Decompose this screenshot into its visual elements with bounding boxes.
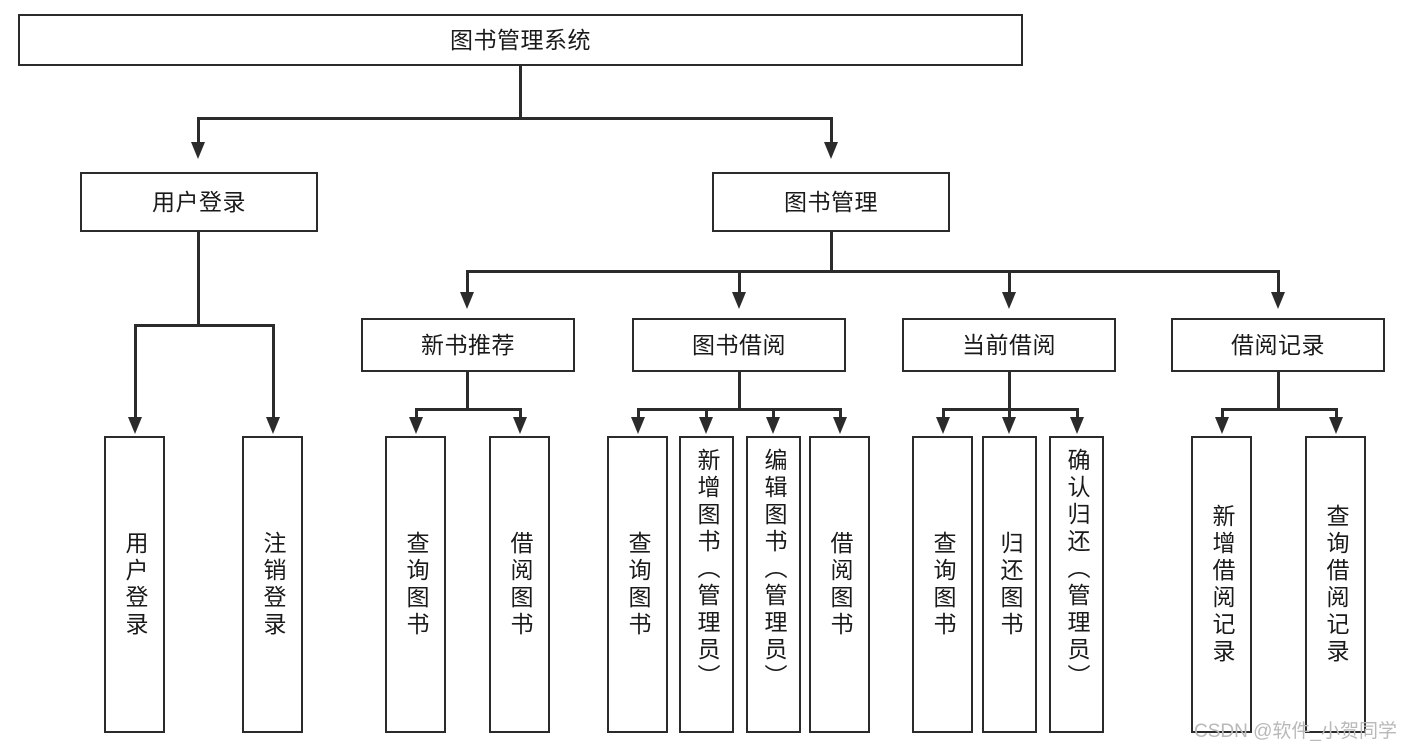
- arrowhead-user-login-leaf1: [128, 417, 142, 434]
- connector-book-borrow-to-leaf2: [705, 408, 708, 420]
- connector-user-login-to-leaf1: [134, 324, 137, 420]
- connector-borrow-record-stem: [1277, 372, 1280, 410]
- leaf-add-record[interactable]: 新增借阅记录: [1191, 436, 1252, 733]
- leaf-query-book-3[interactable]: 查询图书: [912, 436, 973, 733]
- connector-current-borrow-to-leaf1: [942, 408, 945, 420]
- node-user-login-label: 用户登录: [152, 188, 246, 215]
- connector-book-mgmt-bus: [466, 270, 1279, 273]
- node-root[interactable]: 图书管理系统: [18, 14, 1023, 66]
- leaf-query-book-1-label: 查询图书: [403, 530, 429, 639]
- arrowhead-book-mgmt-record: [1271, 292, 1285, 309]
- connector-book-mgmt-to-new-book: [466, 270, 469, 294]
- leaf-query-book-2-label: 查询图书: [625, 530, 651, 639]
- arrowhead-current-borrow-leaf3: [1070, 417, 1084, 434]
- connector-borrow-record-bus: [1221, 408, 1337, 411]
- connector-book-mgmt-stem: [830, 232, 833, 272]
- connector-current-borrow-to-leaf3: [1076, 408, 1079, 420]
- node-book-mgmt[interactable]: 图书管理: [712, 172, 950, 232]
- connector-current-borrow-stem: [1008, 372, 1011, 410]
- connector-new-book-stem: [466, 372, 469, 410]
- leaf-query-book-3-label: 查询图书: [930, 530, 956, 639]
- connector-book-borrow-bus: [637, 408, 841, 411]
- connector-user-login-bus: [134, 324, 275, 327]
- connector-root-stem: [519, 66, 522, 118]
- node-book-mgmt-label: 图书管理: [784, 188, 878, 215]
- arrowhead-new-book-leaf2: [513, 417, 527, 434]
- node-user-login[interactable]: 用户登录: [80, 172, 318, 232]
- arrowhead-book-mgmt-new-book: [460, 292, 474, 309]
- connector-book-borrow-to-leaf3: [772, 408, 775, 420]
- leaf-add-record-label: 新增借阅记录: [1209, 503, 1235, 666]
- leaf-borrow-book-1[interactable]: 借阅图书: [489, 436, 550, 733]
- leaf-query-book-2[interactable]: 查询图书: [607, 436, 668, 733]
- csdn-watermark: CSDN @软件_小贺同学: [1194, 721, 1397, 742]
- connector-user-login-stem: [197, 232, 200, 326]
- leaf-edit-book-admin-label: 编辑图书（管理员）: [761, 448, 787, 691]
- arrowhead-root-to-user-login: [191, 142, 205, 159]
- leaf-return-book-label: 归还图书: [997, 530, 1023, 639]
- arrowhead-borrow-record-leaf2: [1329, 417, 1343, 434]
- node-book-borrow[interactable]: 图书借阅: [632, 318, 846, 372]
- arrowhead-book-borrow-leaf2: [699, 417, 713, 434]
- connector-user-login-to-leaf2: [272, 324, 275, 420]
- connector-new-book-to-leaf2: [519, 408, 522, 420]
- arrowhead-current-borrow-leaf2: [1002, 417, 1016, 434]
- arrowhead-book-mgmt-borrow: [732, 292, 746, 309]
- leaf-user-login[interactable]: 用户登录: [104, 436, 165, 733]
- node-new-book-recommend-label: 新书推荐: [421, 331, 515, 358]
- connector-book-mgmt-to-record: [1277, 270, 1280, 294]
- leaf-confirm-return-label: 确认归还（管理员）: [1064, 448, 1090, 691]
- connector-root-to-book-mgmt: [830, 117, 833, 145]
- node-current-borrow[interactable]: 当前借阅: [902, 318, 1116, 372]
- arrowhead-book-mgmt-current: [1002, 292, 1016, 309]
- node-book-borrow-label: 图书借阅: [692, 331, 786, 358]
- leaf-edit-book-admin[interactable]: 编辑图书（管理员）: [746, 436, 801, 733]
- connector-root-bus: [197, 117, 833, 120]
- node-current-borrow-label: 当前借阅: [962, 331, 1056, 358]
- leaf-borrow-book-2-label: 借阅图书: [827, 530, 853, 639]
- connector-new-book-bus: [415, 408, 521, 411]
- leaf-borrow-book-1-label: 借阅图书: [507, 530, 533, 639]
- connector-book-borrow-to-leaf1: [637, 408, 640, 420]
- arrowhead-root-to-book-mgmt: [824, 142, 838, 159]
- leaf-borrow-book-2[interactable]: 借阅图书: [809, 436, 870, 733]
- leaf-logout[interactable]: 注销登录: [242, 436, 303, 733]
- node-borrow-record-label: 借阅记录: [1231, 331, 1325, 358]
- leaf-add-book-admin[interactable]: 新增图书（管理员）: [679, 436, 734, 733]
- leaf-confirm-return[interactable]: 确认归还（管理员）: [1049, 436, 1104, 733]
- connector-borrow-record-to-leaf2: [1335, 408, 1338, 420]
- arrowhead-book-borrow-leaf1: [631, 417, 645, 434]
- node-root-label: 图书管理系统: [450, 26, 591, 53]
- connector-book-borrow-to-leaf4: [839, 408, 842, 420]
- connector-current-borrow-to-leaf2: [1008, 408, 1011, 420]
- connector-borrow-record-to-leaf1: [1221, 408, 1224, 420]
- leaf-query-book-1[interactable]: 查询图书: [385, 436, 446, 733]
- leaf-return-book[interactable]: 归还图书: [982, 436, 1037, 733]
- connector-new-book-to-leaf1: [415, 408, 418, 420]
- leaf-add-book-admin-label: 新增图书（管理员）: [694, 448, 720, 691]
- arrowhead-book-borrow-leaf3: [766, 417, 780, 434]
- arrowhead-borrow-record-leaf1: [1215, 417, 1229, 434]
- arrowhead-book-borrow-leaf4: [833, 417, 847, 434]
- connector-book-mgmt-to-borrow: [738, 270, 741, 294]
- arrowhead-current-borrow-leaf1: [936, 417, 950, 434]
- node-new-book-recommend[interactable]: 新书推荐: [361, 318, 575, 372]
- node-borrow-record[interactable]: 借阅记录: [1171, 318, 1385, 372]
- connector-book-mgmt-to-current: [1008, 270, 1011, 294]
- arrowhead-user-login-leaf2: [266, 417, 280, 434]
- leaf-query-record-label: 查询借阅记录: [1323, 503, 1349, 666]
- connector-root-to-user-login: [197, 117, 200, 145]
- connector-book-borrow-stem: [738, 372, 741, 410]
- leaf-logout-label: 注销登录: [260, 530, 286, 639]
- leaf-query-record[interactable]: 查询借阅记录: [1305, 436, 1366, 733]
- leaf-user-login-label: 用户登录: [122, 530, 148, 639]
- arrowhead-new-book-leaf1: [409, 417, 423, 434]
